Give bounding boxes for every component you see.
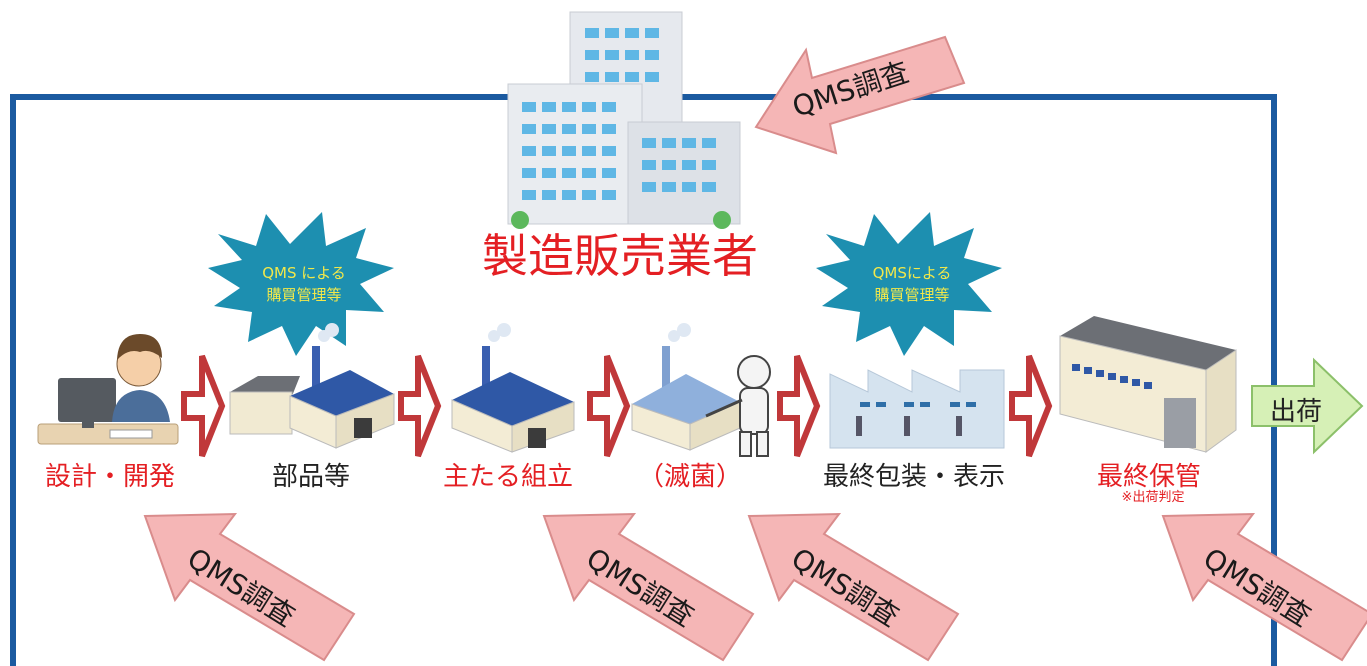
process-arrow-1	[181, 354, 226, 458]
sterilization-factory-icon	[631, 323, 741, 451]
warehouse-icon	[1059, 316, 1237, 453]
burst-2-line1: QMSによる	[872, 264, 952, 282]
step-label-sterilization: （滅菌）	[637, 462, 743, 492]
shipment-arrow	[1251, 357, 1364, 455]
qms-purchasing-burst-1	[208, 212, 394, 356]
office-building-icon	[507, 11, 741, 229]
burst-text-1: QMS による 購買管理等	[262, 262, 346, 306]
packaging-factory-icon	[829, 369, 1005, 449]
step-label-packaging: 最終包装・表示	[822, 462, 1006, 492]
qms-inspection-arrows	[143, 35, 1367, 662]
burst-text-2: QMSによる 購買管理等	[873, 262, 952, 306]
step-label-final-storage: 最終保管	[1096, 462, 1202, 492]
assembly-factory-icon	[451, 323, 575, 453]
step-label-parts: 部品等	[271, 462, 351, 492]
burst-1-line1: QMS による	[262, 264, 346, 282]
shipment-label: 出荷	[1269, 397, 1323, 427]
burst-2-line2: 購買管理等	[874, 286, 950, 304]
qms-arrow-2	[542, 512, 755, 662]
qms-arrow-3	[747, 512, 960, 662]
process-arrow-2	[398, 354, 442, 458]
process-arrow-4	[777, 354, 821, 458]
qms-arrow-4	[1161, 512, 1367, 662]
manufacturer-label: 製造販売業者	[482, 229, 758, 283]
step-label-design: 設計・開発	[44, 462, 176, 492]
process-arrow-5	[1009, 354, 1053, 458]
final-storage-note: ※出荷判定	[1121, 490, 1185, 505]
sterilization-worker-icon	[705, 355, 771, 457]
parts-factory-icon	[229, 323, 395, 449]
qms-purchasing-burst-2	[816, 212, 1002, 356]
step-label-assembly: 主たる組立	[442, 462, 574, 492]
process-arrows	[181, 354, 1053, 458]
qms-arrow-top	[754, 35, 966, 155]
qms-arrow-1	[143, 512, 356, 662]
engineer-at-computer-icon	[37, 334, 179, 445]
burst-1-line2: 購買管理等	[266, 286, 342, 304]
process-arrow-3	[587, 354, 631, 458]
